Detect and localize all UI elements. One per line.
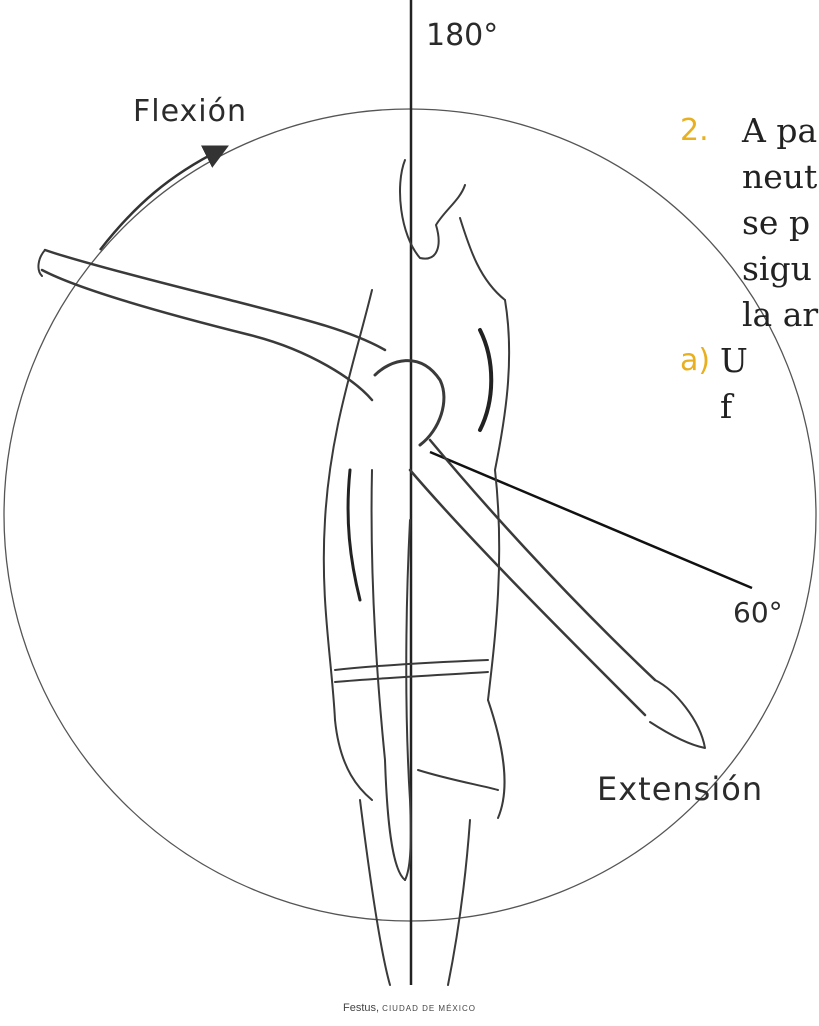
step-number: 2. [680, 108, 709, 154]
text-line: sigu [742, 246, 819, 292]
image-credit: Festus, CIUDAD DE MÉXICO [0, 1002, 819, 1014]
deg-180-label: 180° [426, 18, 498, 53]
credit-name: Festus, [343, 1002, 379, 1014]
flexion-label: Flexión [133, 94, 247, 129]
text-line: se p [742, 200, 819, 246]
extension-60-line [430, 452, 752, 588]
sub-text-line: U [720, 338, 819, 384]
human-figure-sketch [38, 160, 705, 985]
sub-item-letter: a) [680, 338, 710, 384]
deg-60-label: 60° [733, 596, 783, 629]
flexion-arrow [100, 150, 220, 250]
text-line: neut [742, 154, 819, 200]
text-line: A pa [742, 108, 819, 154]
extension-label: Extensión [597, 770, 763, 808]
text-line: la ar [742, 292, 819, 338]
credit-city: CIUDAD DE MÉXICO [382, 1004, 476, 1013]
sub-text-line: f [720, 384, 819, 430]
instruction-text-fragment: 2. A pa neut se p sigu la ar a) U f [680, 108, 819, 430]
